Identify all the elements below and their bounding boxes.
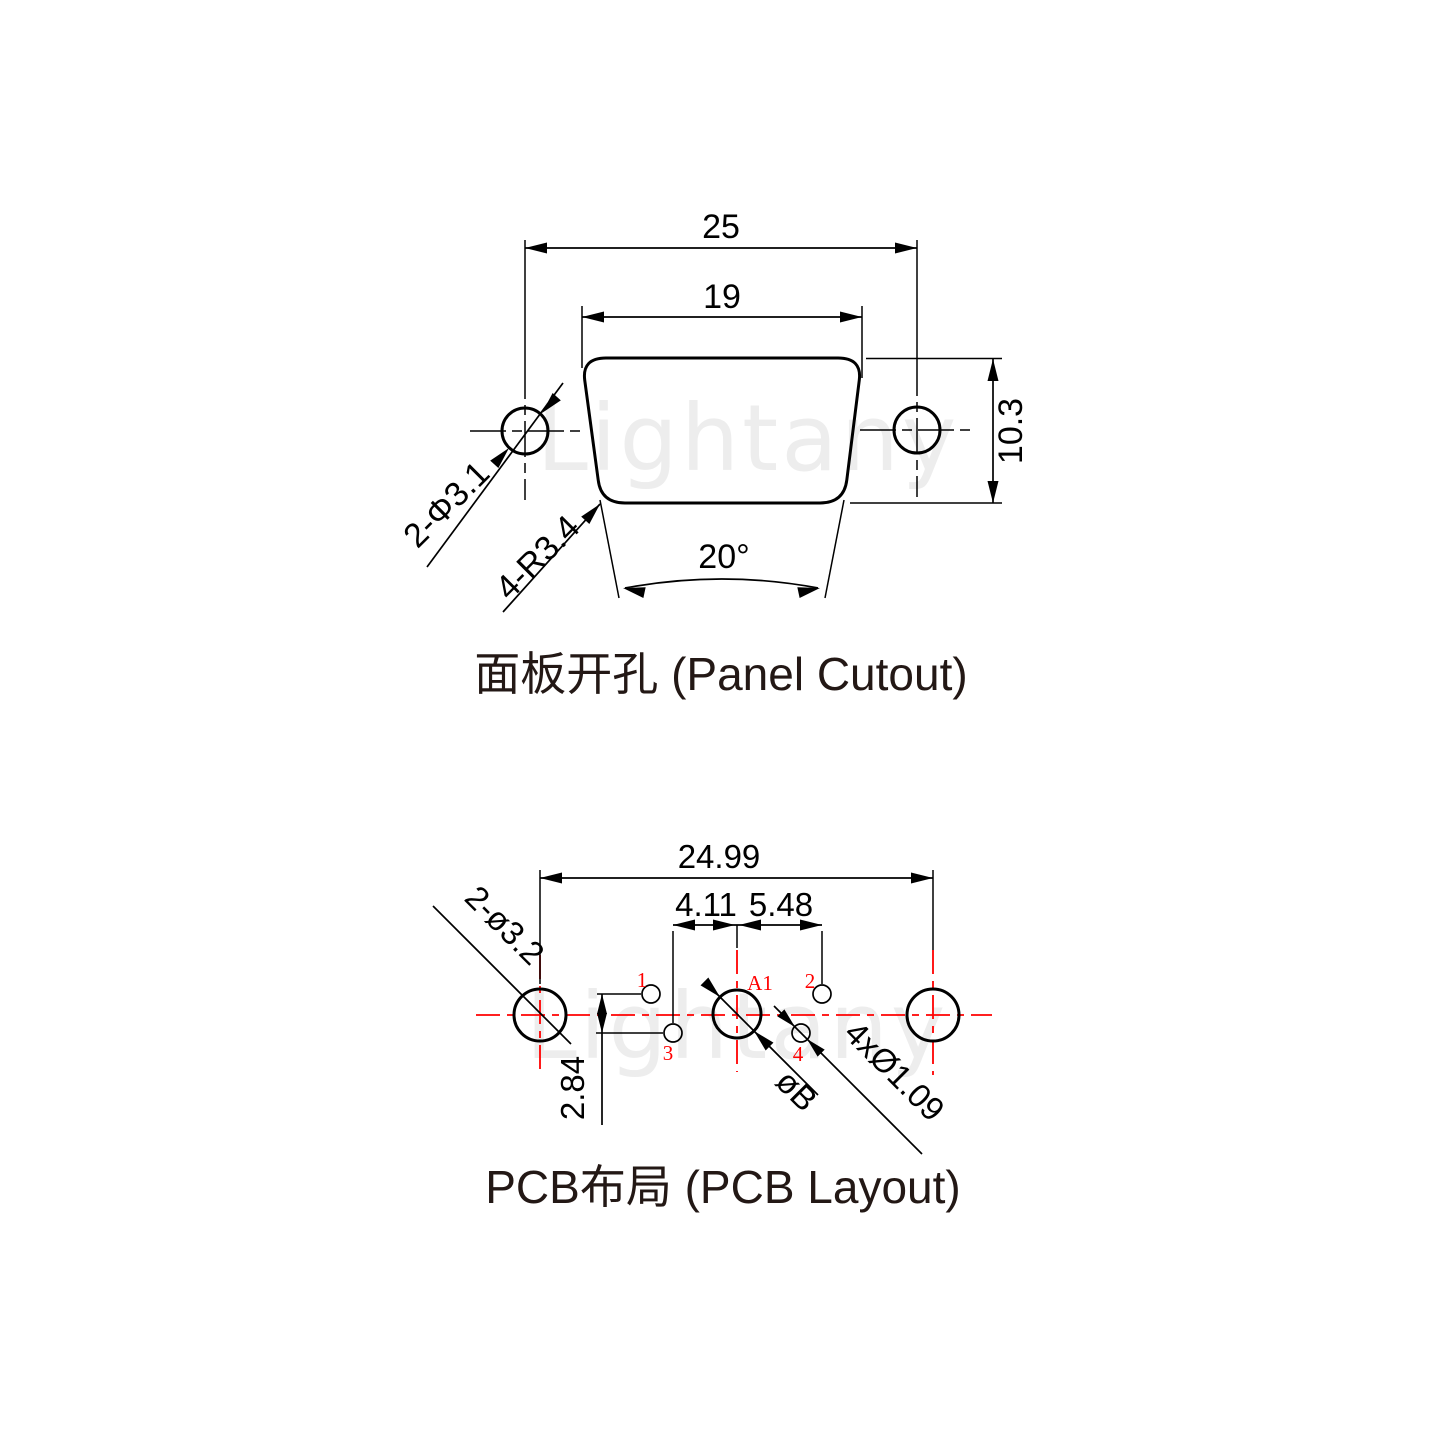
leader-signal-holes [773,1005,923,1155]
arrowhead [623,587,646,598]
watermark-top: Lightany [537,385,960,492]
pin-label-2: 2 [805,969,816,993]
angle-extension-left [599,499,620,599]
arrowhead [840,311,862,323]
arrowhead [700,977,720,997]
arrowhead [800,919,822,931]
dim-text-row-offset: 2.84 [554,1056,591,1120]
dim-text-pitch-left: 4.11 [675,886,737,923]
label-corner-radius: 4-R3.4 [488,508,587,607]
arrowhead [540,872,562,884]
arrowhead [987,359,999,381]
pcb-hole-a1 [711,988,763,1040]
arrowhead [807,1039,825,1057]
dim-text-pitch-right: 5.48 [749,886,813,923]
arrowhead [911,872,933,884]
arrowhead [673,919,695,931]
dim-text-angle: 20° [698,538,749,576]
arrowhead [754,1031,774,1051]
arrowhead [777,1009,795,1027]
pin-label-4: 4 [793,1042,804,1066]
pin-label-3: 3 [663,1041,674,1065]
arrowhead [797,587,820,598]
arrowhead [582,311,604,323]
pcb-hole-4 [791,1023,811,1043]
arrowhead [739,919,761,931]
dim-text-outer-width: 25 [702,208,740,246]
arrowhead [713,919,735,931]
panel-cutout-title: 面板开孔 (Panel Cutout) [474,648,967,700]
angle-extension-right [824,499,845,599]
arrowhead [490,448,509,469]
leader-mount-holes [426,382,564,568]
arrowhead [597,1013,607,1033]
arrowhead [581,504,600,525]
pin-label-1: 1 [637,968,648,992]
label-pcb-mount-holes: 2-ø3.2 [458,878,552,972]
dim-text-inner-width: 19 [703,278,741,316]
angle-arc [624,578,819,589]
dsub-cutout-outline [582,356,862,505]
arrowhead [987,481,999,503]
leader-corner-radius [502,503,601,613]
pcb-hole-1 [641,984,661,1004]
arrowhead [525,242,547,254]
arrowhead [542,392,561,413]
arrowhead [597,994,607,1014]
dim-text-height: 10.3 [992,398,1030,464]
dim-text-span: 24.99 [678,838,761,875]
pcb-mount-hole-left [512,987,568,1043]
pcb-hole-3 [663,1023,683,1043]
arrowhead [895,242,917,254]
pcb-hole-2 [812,984,832,1004]
leader-pcb-mount-holes [432,905,572,1045]
pin-label-a1: A1 [747,971,773,995]
pcb-mount-hole-right [905,987,961,1043]
pcb-layout-title: PCB布局 (PCB Layout) [485,1161,960,1213]
